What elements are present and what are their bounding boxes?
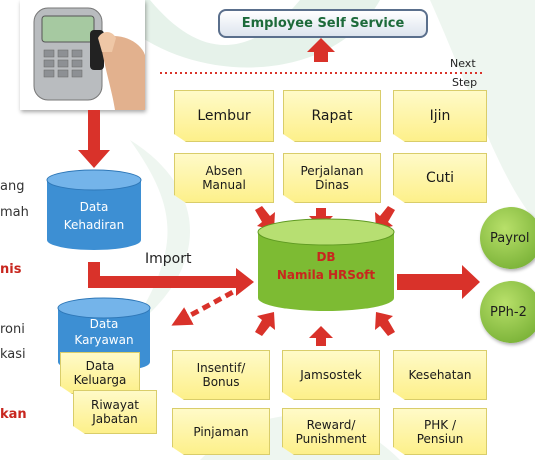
db-namila-hrsoft-cylinder (257, 218, 395, 311)
arrow-db-to-outputs (397, 265, 480, 299)
jamsostek-note: Jamsostek (282, 350, 380, 400)
employee-self-service-box: Employee Self Service (218, 9, 428, 38)
absen-manual-note: Absen Manual (174, 153, 274, 203)
step-label: Step (452, 76, 478, 89)
phk-pensiun-note: PHK / Pensiun (393, 408, 487, 455)
ijin-note: Ijin (393, 90, 487, 142)
rapat-note: Rapat (283, 90, 381, 142)
arrow-jamsostek-to-db (309, 326, 333, 346)
cuti-note: Cuti (393, 153, 487, 203)
kesehatan-note: Kesehatan (393, 350, 487, 400)
pph-circle: PPh-2 (480, 281, 535, 343)
arrow-perjalanan-to-db (309, 208, 333, 228)
data-kehadiran-cylinder (46, 169, 142, 250)
pph-label: PPh-2 (490, 304, 527, 320)
db-label-line1: DB (316, 250, 336, 264)
side-text-4: roni (0, 322, 25, 337)
next-label: Next (450, 57, 476, 70)
pinjaman-note: Pinjaman (172, 408, 270, 455)
import-label: Import (145, 251, 192, 267)
lembur-note: Lembur (174, 90, 274, 142)
arrow-to-ess (307, 38, 335, 62)
reward-punishment-note: Reward/ Punishment (282, 408, 380, 455)
db-label-line2: Namila HRSoft (276, 268, 376, 282)
riwayat-jabatan-note: Riwayat Jabatan (73, 390, 157, 434)
employee-self-service-label: Employee Self Service (241, 16, 405, 31)
side-text-6: kan (0, 407, 27, 422)
arrow-absen-to-db (255, 206, 275, 230)
arrow-insentif-to-db (255, 312, 275, 336)
side-text-5: kasi (0, 347, 26, 362)
perjalanan-dinas-note: Perjalanan Dinas (283, 153, 381, 203)
side-text-3: nis (0, 262, 22, 277)
db-label: DB Namila HRSoft (258, 248, 394, 284)
payroll-circle: Payrol (480, 207, 535, 269)
data-keluarga-note: Data Keluarga (60, 352, 140, 394)
side-text-1: ang (0, 179, 25, 194)
side-text-2: mah (0, 205, 29, 220)
arrow-device-to-kehadiran (78, 110, 110, 168)
data-kehadiran-label: Data Kehadiran (63, 200, 125, 232)
insentif-bonus-note: Insentif/ Bonus (172, 350, 270, 400)
payroll-label: Payrol (490, 230, 530, 246)
arrow-db-to-karyawan (171, 283, 246, 326)
fingerprint-device-photo (20, 0, 145, 110)
arrow-kesehatan-to-db (375, 312, 395, 336)
arrow-import (88, 262, 254, 296)
data-karyawan-label: Data Karyawan (74, 317, 134, 347)
